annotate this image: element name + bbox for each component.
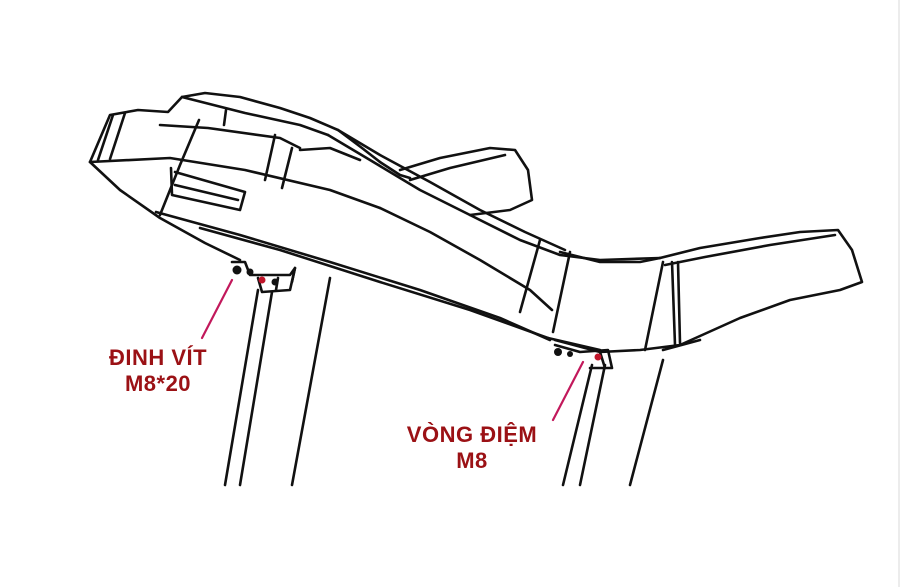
washer-icon xyxy=(258,276,602,361)
callout-screw-size: M8*20 xyxy=(124,371,192,396)
right-upright xyxy=(553,338,702,487)
left-upright xyxy=(223,260,332,487)
callout-screw-name: ĐINH VÍT xyxy=(108,345,208,370)
washer-leader-line xyxy=(551,360,585,422)
screw-icon xyxy=(232,265,573,357)
callout-washer-name: VÒNG ĐIỆM xyxy=(406,422,538,447)
callout-washer-m8: VÒNG ĐIỆM M8 xyxy=(392,422,552,474)
callout-screw-m8x20: ĐINH VÍT M8*20 xyxy=(88,345,228,397)
callout-washer-size: M8 xyxy=(456,448,488,473)
screw-leader-line xyxy=(200,278,234,340)
image-border xyxy=(898,0,900,587)
console-body xyxy=(88,91,864,354)
